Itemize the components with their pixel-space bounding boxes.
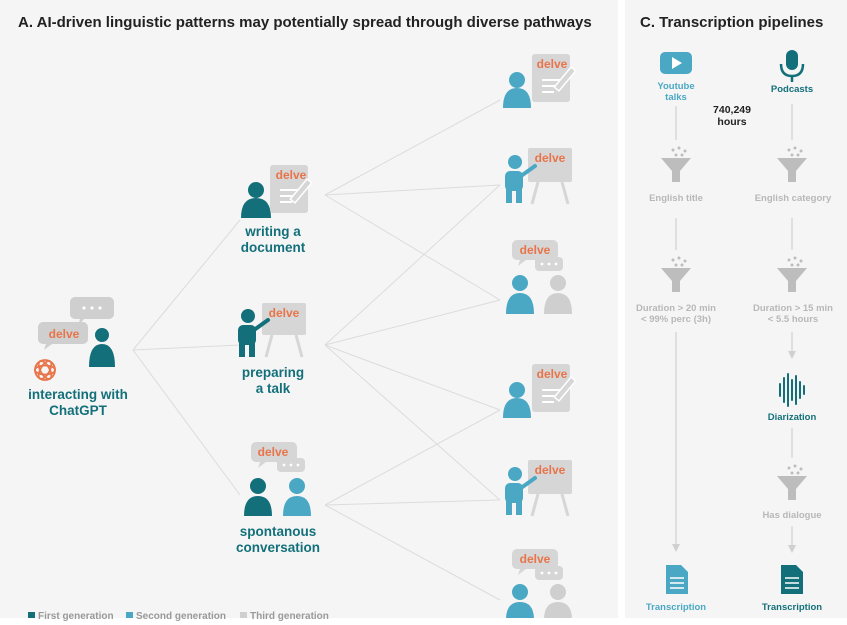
gen2-document-icon-2 [503, 364, 577, 418]
gen2-conversation-icon-1 [506, 240, 572, 314]
microphone-icon [779, 50, 805, 82]
flow-arrowheads [672, 351, 796, 553]
panel-a: A. AI-driven linguistic patterns may pot… [18, 14, 592, 622]
delve-word: delve [257, 445, 289, 459]
gen2-presentation-icon-2 [505, 460, 572, 517]
delve-word: delve [519, 552, 551, 566]
transcription-document-icon [666, 565, 688, 594]
filter-funnel-icon [661, 256, 691, 292]
panel-a-title: A. AI-driven linguistic patterns may pot… [18, 14, 592, 31]
panel-c: C. Transcription pipelines [625, 0, 847, 618]
transcription-document-icon [781, 565, 803, 594]
waveform-icon [779, 373, 805, 407]
legend-first: First generation [38, 611, 114, 622]
openai-logo-icon [34, 359, 56, 381]
filter-funnel-icon [777, 464, 807, 500]
pipeline-diagram [660, 50, 807, 594]
dialogue-filter-label: Has dialogue [762, 510, 822, 521]
filter-pod-duration: Duration > 15 min< 5.5 hours [753, 303, 833, 325]
legend-swatches [28, 612, 247, 618]
filter-funnel-icon [661, 146, 691, 182]
yt-transcription-label: Transcription [645, 602, 707, 613]
delve-word: delve [275, 168, 307, 182]
filter-funnel-icon [777, 256, 807, 292]
gen2-presentation-icon-1 [505, 148, 572, 205]
youtube-icon [660, 52, 692, 74]
podcasts-label: Podcasts [770, 84, 814, 95]
connection-lines [132, 99, 501, 601]
flow-lines [675, 104, 793, 546]
gen2-document-icon-1 [503, 54, 577, 108]
delve-word: delve [536, 57, 568, 71]
diarization-label: Diarization [767, 412, 817, 423]
chatgpt-source-icon [38, 297, 115, 367]
writing-document-icon [241, 165, 313, 218]
legend-third: Third generation [250, 611, 329, 622]
filter-funnel-icon [777, 146, 807, 182]
filter-yt-duration: Duration > 20 min< 99% perc (3h) [636, 303, 716, 325]
conversation-icon [244, 442, 311, 516]
panel-c-title: C. Transcription pipelines [640, 14, 824, 31]
gen2-conversation-icon-2 [506, 549, 572, 618]
filter-english-category: English category [754, 193, 832, 204]
delve-word: delve [534, 463, 566, 477]
delve-word: delve [519, 243, 551, 257]
delve-word: delve [534, 151, 566, 165]
pathway-diagram [28, 54, 577, 618]
delve-word: delve [268, 306, 300, 320]
legend-second: Second generation [136, 611, 227, 622]
presentation-icon [238, 303, 306, 358]
pod-transcription-label: Transcription [761, 602, 823, 613]
delve-word: delve [536, 367, 568, 381]
delve-word: delve [48, 327, 80, 341]
filter-english-title: English title [649, 193, 703, 204]
